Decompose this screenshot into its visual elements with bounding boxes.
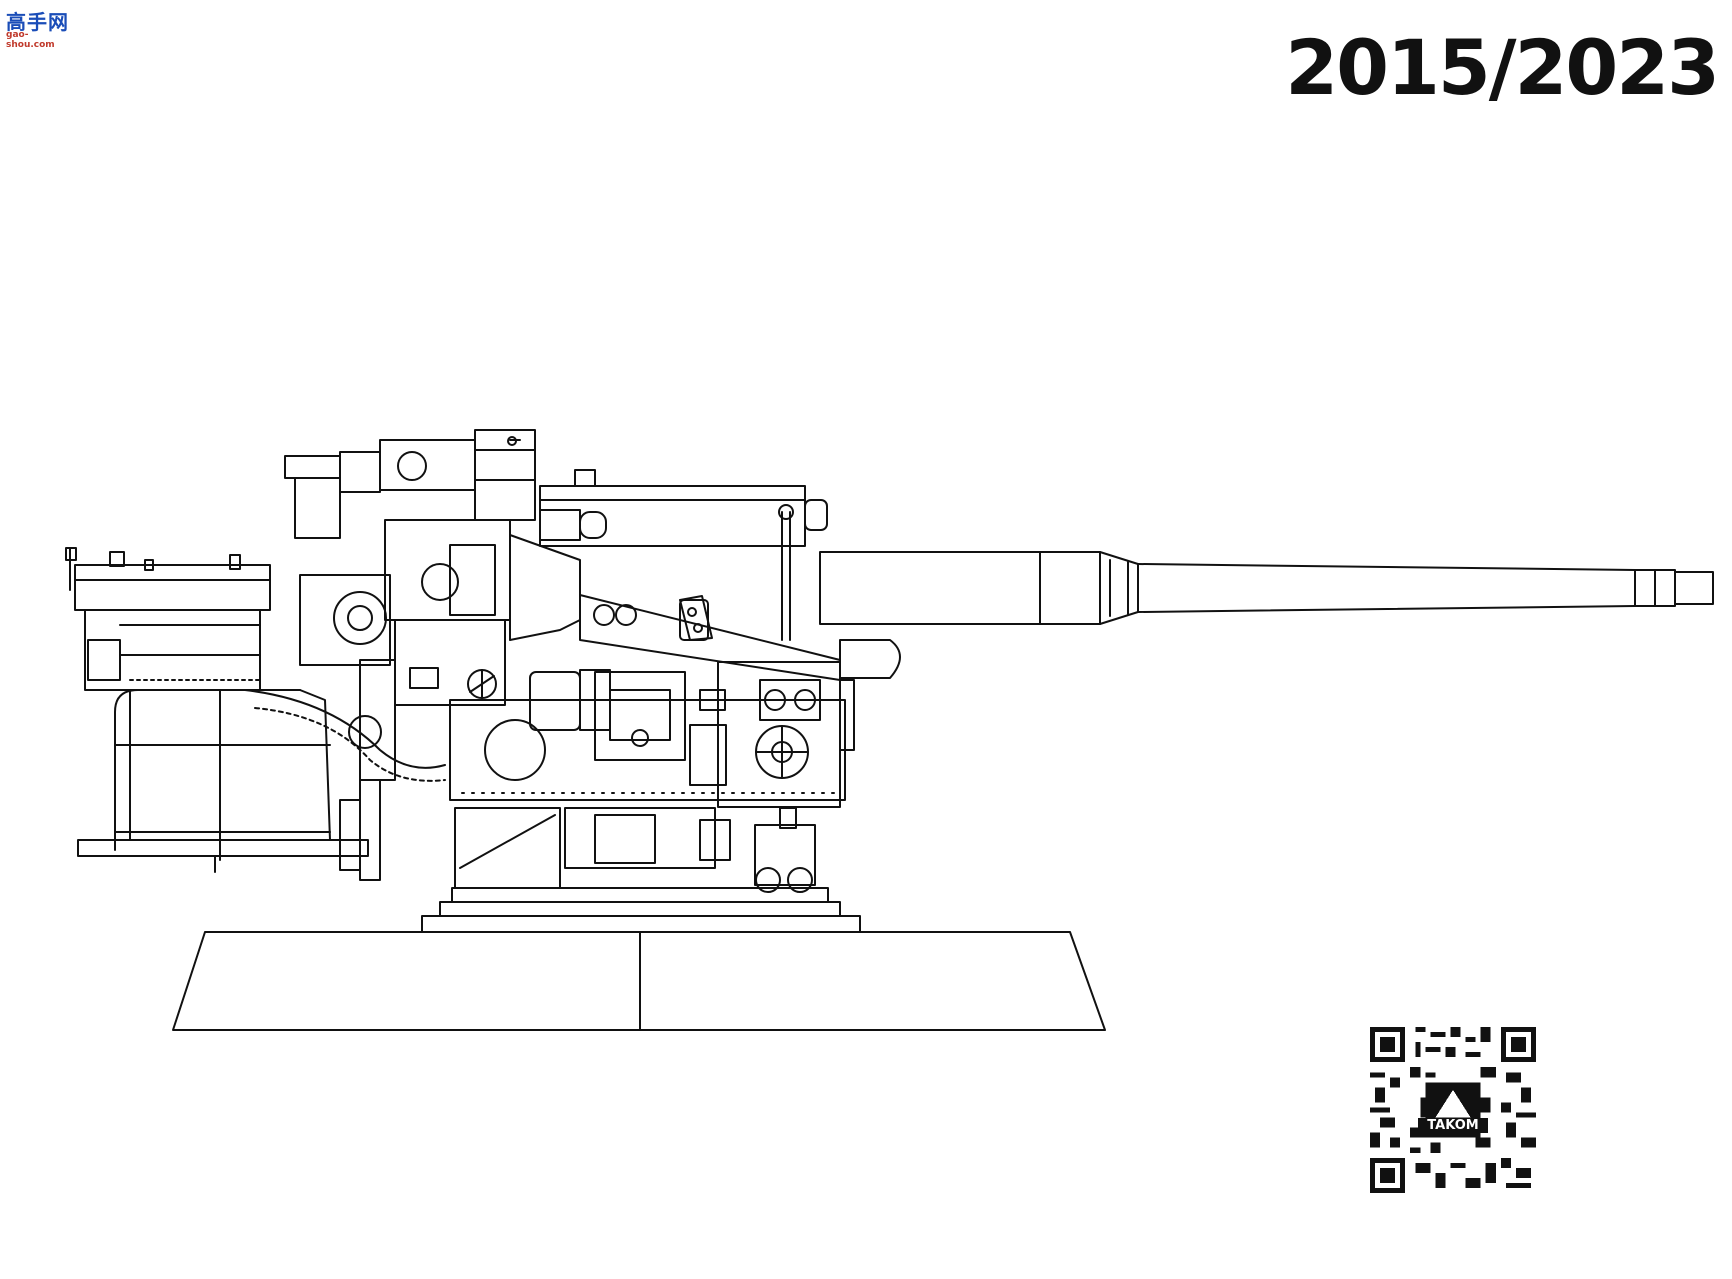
rear-frame — [77, 689, 381, 881]
site-watermark-logo: 高手网 gao-shou.com — [4, 6, 74, 50]
qr-code[interactable] — [1370, 1027, 1536, 1193]
elevation-gearbox — [689, 639, 901, 808]
watermark-url-text: gao-shou.com — [6, 30, 55, 50]
pedestal-base — [172, 887, 1106, 1031]
lower-support — [454, 807, 816, 893]
gun-barrel — [819, 551, 1714, 625]
loading-tray — [65, 547, 271, 691]
elevation-gear-arc — [244, 659, 446, 782]
sight-housing — [284, 429, 607, 541]
lifting-bracket — [679, 595, 713, 641]
kit-number: 2015/2023 — [1285, 23, 1720, 112]
qr-brand-label: TAKOM — [1418, 1118, 1488, 1133]
breech-mechanism — [449, 669, 846, 801]
carriage-body — [299, 519, 841, 706]
watermark-main-text: 高手网 — [6, 10, 69, 34]
